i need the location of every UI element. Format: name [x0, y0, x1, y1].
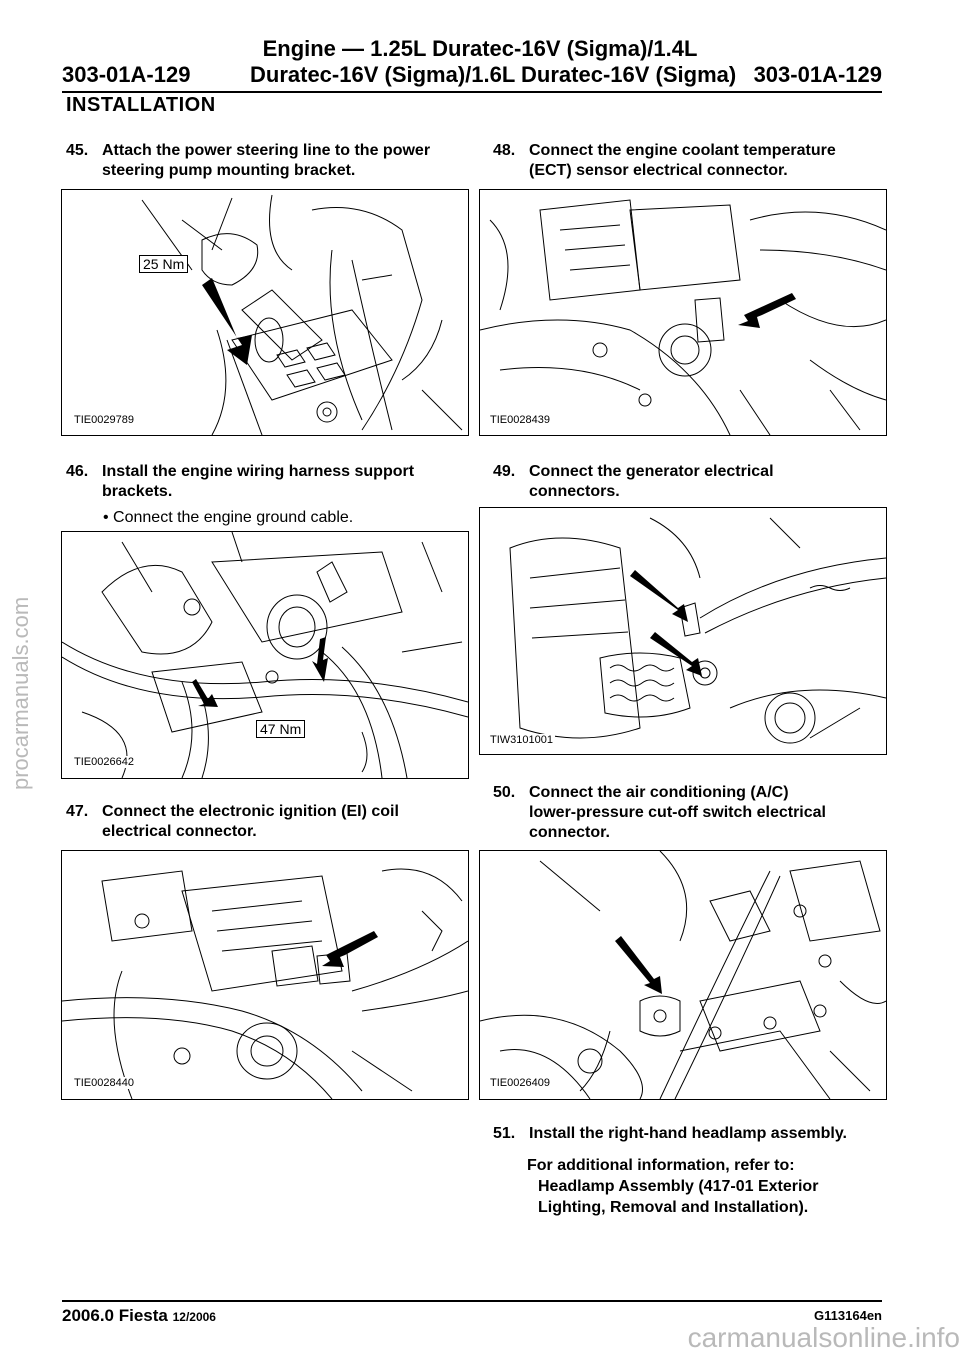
step-45: 45. Attach the power steering line to the… — [66, 141, 466, 181]
header-title-line2: Duratec-16V (Sigma)/1.6L Duratec-16V (Si… — [250, 62, 737, 87]
figure-id: TIE0028439 — [488, 414, 552, 426]
step-number: 46. — [66, 463, 89, 480]
footer-model-name: 2006.0 Fiesta — [62, 1306, 168, 1325]
page-code-right: 303-01A-129 — [753, 62, 882, 87]
figure-id: TIW3101001 — [488, 734, 555, 746]
reference-link-line1[interactable]: Headlamp Assembly (417-01 Exterior — [538, 1178, 819, 1195]
figure-id: TIE0028440 — [72, 1077, 136, 1089]
figure-id: TIE0029789 — [72, 414, 136, 426]
watermark-side: procarmanuals.com — [8, 596, 33, 790]
figure-illustration — [141, 194, 463, 435]
figure-power-steering-bracket: 25 Nm TIE0029789 — [61, 189, 469, 436]
step-text: Connect the air conditioning (A/C) — [529, 784, 789, 801]
step-text: Install the right-hand headlamp assembly… — [529, 1125, 847, 1142]
step-46: 46. Install the engine wiring harness sup… — [66, 462, 466, 502]
figure-ect-sensor-connector: TIE0028439 — [479, 189, 887, 436]
step-number: 45. — [66, 142, 89, 159]
step-text: Connect the generator electrical — [529, 463, 774, 480]
step-49: 49. Connect the generator electrical conn… — [493, 462, 893, 502]
watermark-bottom: carmanualsonline.info — [687, 1322, 960, 1353]
step-number: 47. — [66, 803, 89, 820]
step-51: 51. Install the right-hand headlamp assem… — [493, 1124, 913, 1144]
step-text: Connect the electronic ignition (EI) coi… — [102, 803, 399, 820]
step-text: steering pump mounting bracket. — [102, 162, 356, 179]
step-number: 49. — [493, 463, 516, 480]
reference-intro: For additional information, refer to: — [527, 1157, 795, 1174]
section-title: INSTALLATION — [66, 94, 216, 116]
step-number: 48. — [493, 142, 516, 159]
footer-date: 12/2006 — [172, 1310, 216, 1324]
figure-id: TIE0026409 — [488, 1077, 552, 1089]
step-text: brackets. — [102, 483, 173, 500]
header-rule — [62, 91, 882, 93]
step-text: connectors. — [529, 483, 620, 500]
page-code-left: 303-01A-129 — [62, 62, 191, 87]
step-text: Attach the power steering line to the po… — [102, 142, 431, 159]
figure-illustration — [62, 532, 468, 778]
footer-rule — [62, 1300, 882, 1302]
figure-illustration — [509, 517, 886, 744]
bullet-text: Connect the engine ground cable. — [113, 509, 354, 526]
step-text: lower-pressure cut-off switch electrical — [529, 804, 826, 821]
torque-label: 47 Nm — [256, 720, 306, 738]
step-text: connector. — [529, 824, 610, 841]
torque-label: 25 Nm — [139, 255, 189, 273]
header-row: 303-01A-129 Duratec-16V (Sigma)/1.6L Dur… — [62, 62, 882, 90]
step-text: Install the engine wiring harness suppor… — [102, 463, 415, 480]
step-text: electrical connector. — [102, 823, 257, 840]
figure-ignition-coil-connector: TIE0028440 — [61, 850, 469, 1100]
header-title-line1: Engine — 1.25L Duratec-16V (Sigma)/1.4L — [262, 36, 698, 61]
step-number: 50. — [493, 784, 516, 801]
figure-generator-connectors: TIW3101001 — [479, 507, 887, 755]
figure-illustration — [480, 851, 886, 1099]
step-text: Connect the engine coolant temperature — [529, 142, 836, 159]
footer-model: 2006.0 Fiesta 12/2006 — [62, 1306, 216, 1326]
figure-id: TIE0026642 — [72, 756, 136, 768]
figure-illustration — [62, 868, 468, 1099]
figure-ac-switch-connector: TIE0026409 — [479, 850, 887, 1100]
figure-illustration — [480, 199, 886, 435]
step-47: 47. Connect the electronic ignition (EI) … — [66, 802, 466, 842]
step-number: 51. — [493, 1125, 516, 1142]
step-50: 50. Connect the air conditioning (A/C) lo… — [493, 783, 893, 843]
reference-link-line2[interactable]: Lighting, Removal and Installation). — [538, 1199, 809, 1216]
footer-code: G113164en — [814, 1308, 882, 1323]
figure-wiring-harness-brackets: 47 Nm TIE0026642 — [61, 531, 469, 779]
step-text: (ECT) sensor electrical connector. — [529, 162, 788, 179]
step-46-bullet: • Connect the engine ground cable. — [103, 509, 354, 526]
step-48: 48. Connect the engine coolant temperatur… — [493, 141, 893, 181]
